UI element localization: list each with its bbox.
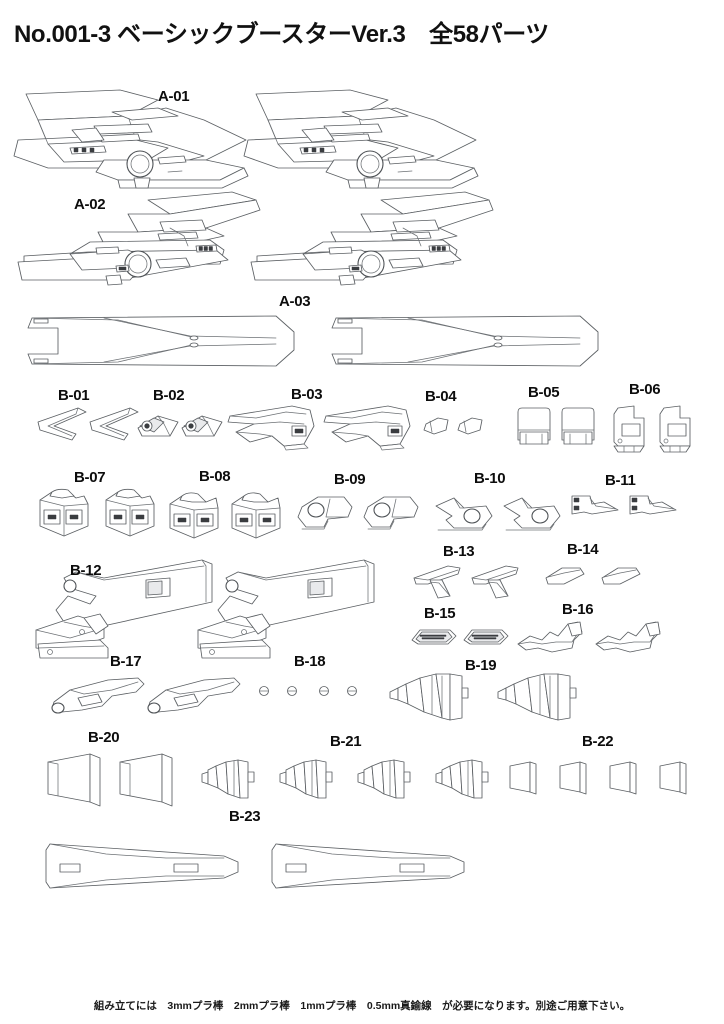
part-illustration-B-07: [39, 488, 155, 537]
part-illustration-B-16: [517, 621, 661, 653]
part-illustration-B-05: [517, 407, 595, 445]
part-label-B-21: B-21: [330, 733, 362, 750]
part-illustration-B-14: [545, 567, 641, 585]
part-illustration-B-23: [45, 843, 465, 889]
page-title: No.001-3 ベーシックブースターVer.3 全58パーツ: [14, 21, 549, 48]
part-label-B-17: B-17: [110, 653, 142, 670]
part-illustration-B-20: [47, 753, 173, 807]
part-illustration-B-21: [201, 759, 489, 799]
part-label-B-09: B-09: [334, 471, 366, 488]
part-illustration-B-17: [51, 677, 241, 714]
part-illustration-B-15: [411, 629, 509, 645]
part-label-B-08: B-08: [199, 468, 231, 485]
part-illustration-B-08: [169, 492, 281, 539]
part-label-B-03: B-03: [291, 386, 323, 403]
part-label-B-10: B-10: [474, 470, 506, 487]
part-label-A-01: A-01: [158, 88, 190, 105]
part-label-B-22: B-22: [582, 733, 614, 750]
assembly-note: 組み立てには 3mmプラ棒 2mmプラ棒 1mmプラ棒 0.5mm真鍮線 が必要…: [93, 1000, 631, 1012]
part-label-B-01: B-01: [58, 387, 90, 404]
part-illustration-A-01: [13, 89, 479, 189]
part-illustration-B-02: [137, 415, 223, 437]
part-label-B-23: B-23: [229, 808, 261, 825]
part-label-B-15: B-15: [424, 605, 456, 622]
part-illustration-B-19: [389, 673, 577, 721]
part-label-B-06: B-06: [629, 381, 661, 398]
part-label-B-05: B-05: [528, 384, 560, 401]
part-label-B-04: B-04: [425, 388, 457, 405]
part-label-B-07: B-07: [74, 469, 106, 486]
part-label-B-02: B-02: [153, 387, 185, 404]
part-label-B-16: B-16: [562, 601, 594, 618]
part-label-B-14: B-14: [567, 541, 599, 558]
part-illustration-B-11: [571, 495, 677, 515]
part-illustration-B-06: [613, 405, 691, 453]
part-illustration-A-03: [27, 315, 599, 367]
part-illustration-B-13: [413, 565, 519, 599]
part-label-B-12: B-12: [70, 562, 102, 579]
part-illustration-B-01: [37, 407, 139, 441]
part-label-B-18: B-18: [294, 653, 326, 670]
part-illustration-B-09: [297, 496, 419, 530]
part-illustration-B-10: [435, 497, 561, 531]
part-label-B-19: B-19: [465, 657, 497, 674]
part-illustration-B-22: [509, 761, 687, 795]
part-label-B-13: B-13: [443, 543, 475, 560]
part-illustration-B-03: [227, 405, 411, 451]
part-label-B-20: B-20: [88, 729, 120, 746]
part-label-A-03: A-03: [279, 293, 311, 310]
part-label-A-02: A-02: [74, 196, 106, 213]
part-illustration-B-04: [423, 417, 483, 435]
part-illustration-B-18: [259, 686, 357, 696]
part-label-B-11: B-11: [605, 472, 636, 489]
